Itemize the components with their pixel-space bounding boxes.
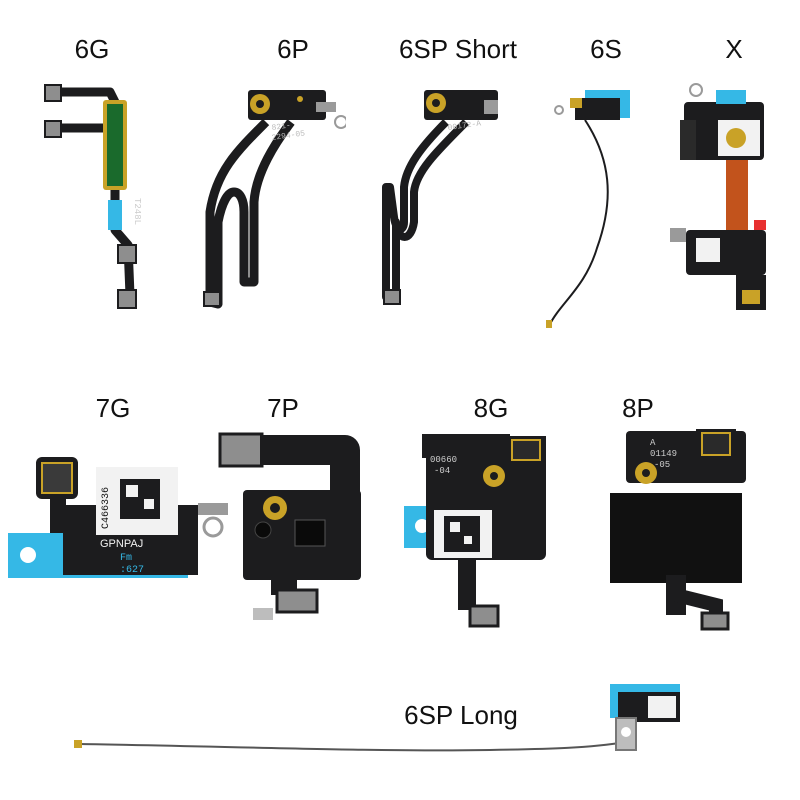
wifi-flex-x [666, 80, 776, 320]
part-code-7g: C466336 [101, 487, 112, 529]
part-code-8p-2: 01149 [650, 449, 677, 459]
part-code-8p-1: A [650, 438, 656, 448]
label-6p: 6P [277, 34, 309, 64]
wifi-flex-8g: 00660 -04 [396, 428, 556, 633]
label-6sp-long: 6SP Long [404, 700, 518, 730]
label-6s: 6S [590, 34, 622, 64]
part-code-8g-1: 00660 [430, 455, 457, 465]
wifi-antenna-6sp-long [70, 680, 690, 770]
label-x: X [725, 34, 743, 64]
part-code-6p-1: 821- [271, 121, 291, 133]
part-code-6g: T248L [132, 198, 142, 225]
wifi-flex-6g: T248L [40, 80, 150, 320]
part-code-7g-4: :627 [120, 565, 144, 576]
wifi-flex-6p: 821- 2294-05 [196, 82, 346, 317]
part-code-7g-2: GPNPAJ [100, 538, 143, 550]
wifi-flex-6sp-short: 00172-A [376, 82, 506, 317]
wifi-flex-8p: A 01149 -05 [606, 425, 756, 635]
part-code-6sp-short: 00172-A [447, 119, 482, 133]
label-8p: 8P [622, 393, 654, 423]
label-7p: 7P [267, 393, 299, 423]
wifi-flex-7g: C466336 GPNPAJ Fm :627 [8, 455, 243, 590]
wifi-flex-7p [215, 430, 370, 625]
part-code-8g-2: -04 [434, 466, 450, 476]
label-8g: 8G [473, 393, 509, 423]
label-7g: 7G [95, 393, 131, 423]
wifi-antenna-6s [545, 88, 635, 333]
label-6sp-short: 6SP Short [398, 34, 518, 64]
part-code-7g-3: Fm [120, 553, 132, 564]
label-6g: 6G [74, 34, 110, 64]
part-code-8p-3: -05 [654, 460, 670, 470]
